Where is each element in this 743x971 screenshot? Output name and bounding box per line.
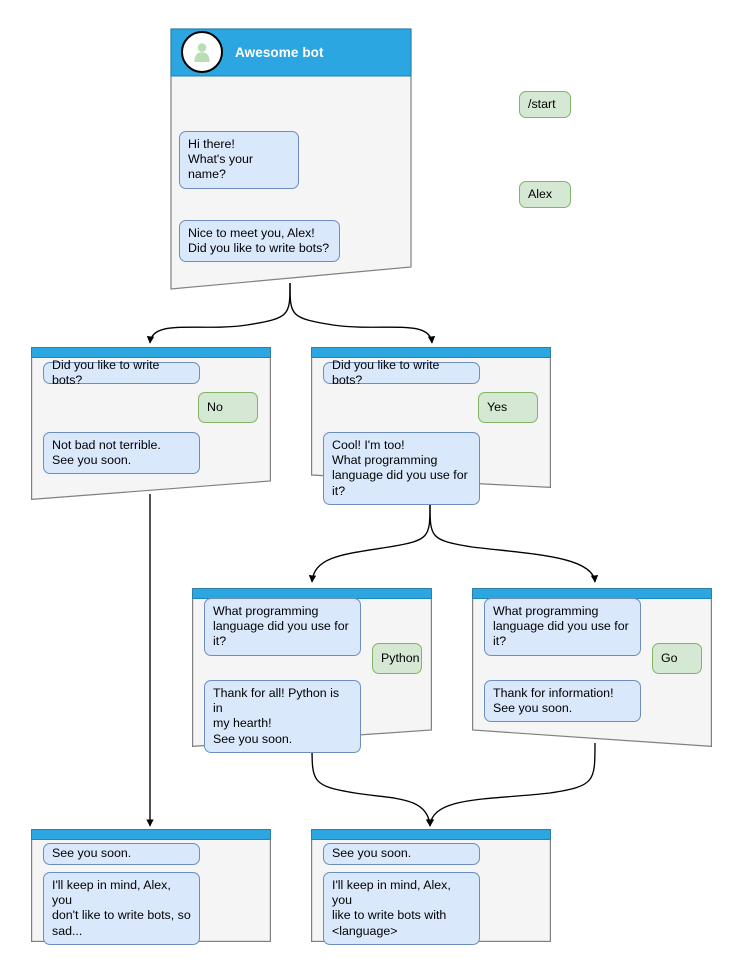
message-bubble-bot[interactable]: Nice to meet you, Alex! Did you like to … [179,220,340,263]
message-bubble-bot[interactable]: Thank for information! See you soon. [484,680,641,723]
edge-yes-to-go [429,502,599,583]
message-bubble-user[interactable]: Go [652,643,702,674]
card-start[interactable]: Awesome bot /start Hi there! What's your… [170,28,571,290]
message-bubble-bot[interactable]: I'll keep in mind, Alex, you like to wri… [323,872,480,945]
bot-title: Awesome bot [235,44,324,60]
edge-python-to-end-happy [311,744,434,827]
message-bubble-bot[interactable]: Cool! I'm too! What programming language… [323,432,480,505]
edge-yes-to-python [308,502,431,583]
message-bubble-user[interactable]: /start [519,91,571,118]
message-bubble-user[interactable]: Alex [519,181,571,208]
message-bubble-bot[interactable]: I'll keep in mind, Alex, you don't like … [43,872,200,945]
message-bubble-bot[interactable]: Thank for all! Python is in my hearth! S… [204,680,361,753]
message-bubble-bot[interactable]: What programming language did you use fo… [484,598,641,656]
card-end-sad[interactable]: See you soon. I'll keep in mind, Alex, y… [31,829,271,945]
message-bubble-bot[interactable]: What programming language did you use fo… [204,598,361,656]
bot-header: Awesome bot [170,28,412,76]
edge-start-to-no [146,282,291,344]
card-answer-yes[interactable]: Did you like to write bots? Yes Cool! I'… [311,347,551,505]
message-bubble-bot[interactable]: Not bad not terrible. See you soon. [43,432,200,475]
edge-go-to-end-happy [426,742,596,827]
message-bubble-bot[interactable]: See you soon. [43,843,200,865]
card-end-happy[interactable]: See you soon. I'll keep in mind, Alex, y… [311,829,551,945]
edge-start-to-yes [289,282,436,344]
message-bubble-bot[interactable]: Did you like to write bots? [43,358,200,387]
message-bubble-user[interactable]: Yes [478,392,538,423]
card-answer-no[interactable]: Did you like to write bots? No Not bad n… [31,347,271,500]
person-avatar-icon [181,31,223,73]
card-answer-python[interactable]: What programming language did you use fo… [192,588,432,753]
message-bubble-user[interactable]: No [198,392,258,423]
message-bubble-bot[interactable]: Did you like to write bots? [323,358,480,387]
message-bubble-bot[interactable]: See you soon. [323,843,480,865]
message-bubble-bot[interactable]: Hi there! What's your name? [179,131,299,189]
card-answer-go[interactable]: What programming language did you use fo… [472,588,712,747]
message-bubble-user[interactable]: Python [372,643,422,674]
